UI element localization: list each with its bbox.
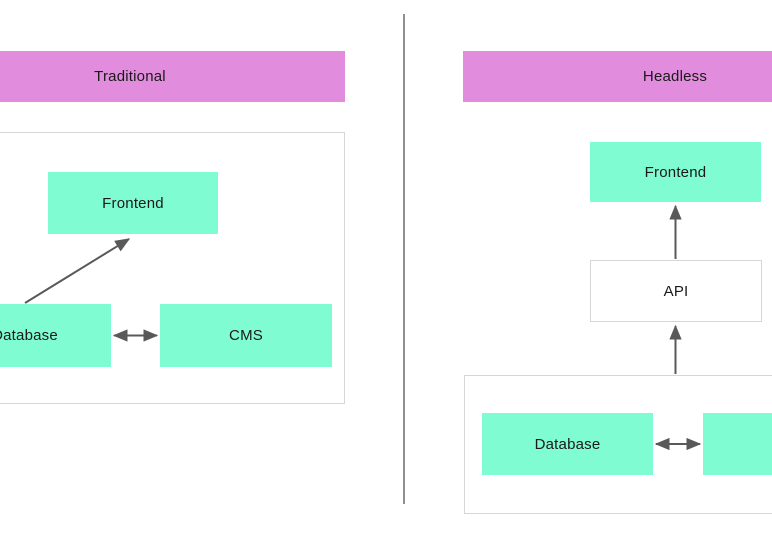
headless-cms-node: CMS: [703, 413, 772, 475]
headless-frontend-label: Frontend: [644, 163, 707, 181]
headless-api-node: API: [590, 260, 762, 322]
headless-header-label: Headless: [642, 68, 708, 85]
headless-database-node: Database: [482, 413, 653, 475]
traditional-database-label: Database: [0, 327, 58, 344]
headless-header: Headless: [463, 51, 772, 102]
headless-api-label: API: [663, 282, 689, 300]
traditional-database-node: Database: [0, 304, 111, 367]
traditional-frontend-label: Frontend: [102, 194, 164, 212]
traditional-frontend-node: Frontend: [48, 172, 218, 234]
panel-divider-line: [403, 14, 405, 504]
traditional-header: Traditional: [0, 51, 345, 102]
traditional-header-label: Traditional: [94, 68, 166, 85]
traditional-cms-label: CMS: [229, 327, 263, 344]
headless-database-label: Database: [534, 435, 601, 453]
headless-frontend-node: Frontend: [590, 142, 761, 202]
traditional-cms-node: CMS: [160, 304, 332, 367]
